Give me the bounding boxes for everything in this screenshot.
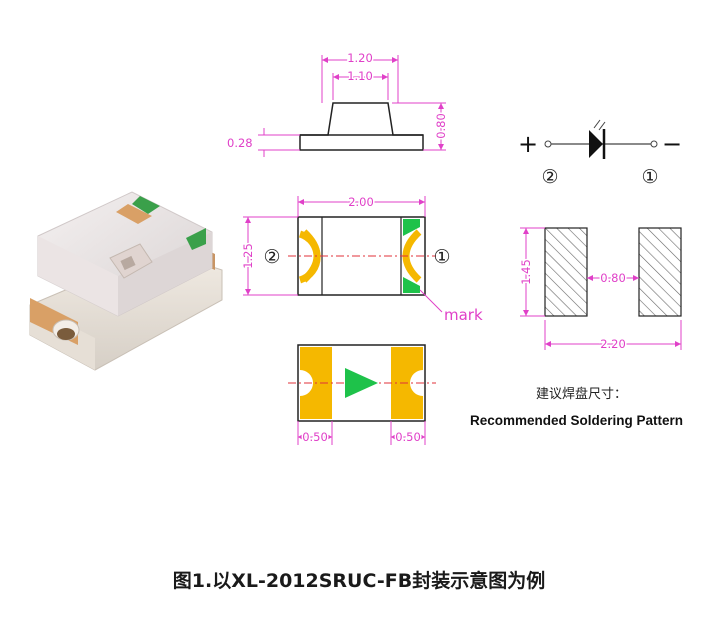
side-dim-base: 0.28 bbox=[227, 136, 253, 150]
solder-dim-total: 2.20 bbox=[600, 337, 626, 351]
symbol-plus: + bbox=[518, 130, 538, 158]
symbol-minus: − bbox=[662, 130, 682, 158]
top-pin-left: ② bbox=[263, 246, 280, 268]
top-dim-length: 2.00 bbox=[348, 195, 374, 209]
symbol-pin-left: ② bbox=[541, 166, 558, 188]
side-dim-top-outer: 1.20 bbox=[347, 51, 373, 65]
bottom-polarity-triangle bbox=[345, 368, 378, 398]
figure-caption: 图1.以XL-2012SRUC-FB封装示意图为例 bbox=[172, 570, 546, 592]
mark-label: mark bbox=[444, 306, 483, 324]
bottom-view: 0.50 0.50 bbox=[288, 344, 436, 446]
led-symbol: + − ② ① bbox=[518, 119, 682, 188]
top-mark-lower bbox=[403, 277, 420, 293]
side-dim-height: 0.80 bbox=[434, 113, 448, 139]
soldering-title-cn: 建议焊盘尺寸： bbox=[536, 387, 628, 402]
top-mark-upper bbox=[403, 219, 420, 236]
soldering-pattern: 1.45 0.80 2.20 bbox=[518, 227, 682, 353]
solder-pad-left bbox=[544, 227, 588, 317]
soldering-title-en: Recommended Soldering Pattern bbox=[470, 413, 684, 428]
bottom-dim-right: 0.50 bbox=[395, 430, 421, 444]
solder-dim-gap: 0.80 bbox=[600, 271, 626, 285]
top-dim-width: 1.25 bbox=[241, 243, 255, 269]
side-dim-top-inner: 1.10 bbox=[347, 69, 373, 83]
top-pin-right: ① bbox=[433, 246, 450, 268]
symbol-pin-right: ① bbox=[641, 166, 658, 188]
led-3d-illustration bbox=[29, 191, 223, 371]
solder-dim-height: 1.45 bbox=[519, 259, 533, 285]
polarity-mark-green bbox=[132, 196, 160, 214]
top-view: 2.00 1.25 ② ① mark bbox=[240, 194, 483, 325]
solder-pad-right bbox=[638, 227, 682, 317]
side-view: 1.20 1.10 0.80 0.28 bbox=[227, 50, 450, 157]
bottom-dim-left: 0.50 bbox=[302, 430, 328, 444]
